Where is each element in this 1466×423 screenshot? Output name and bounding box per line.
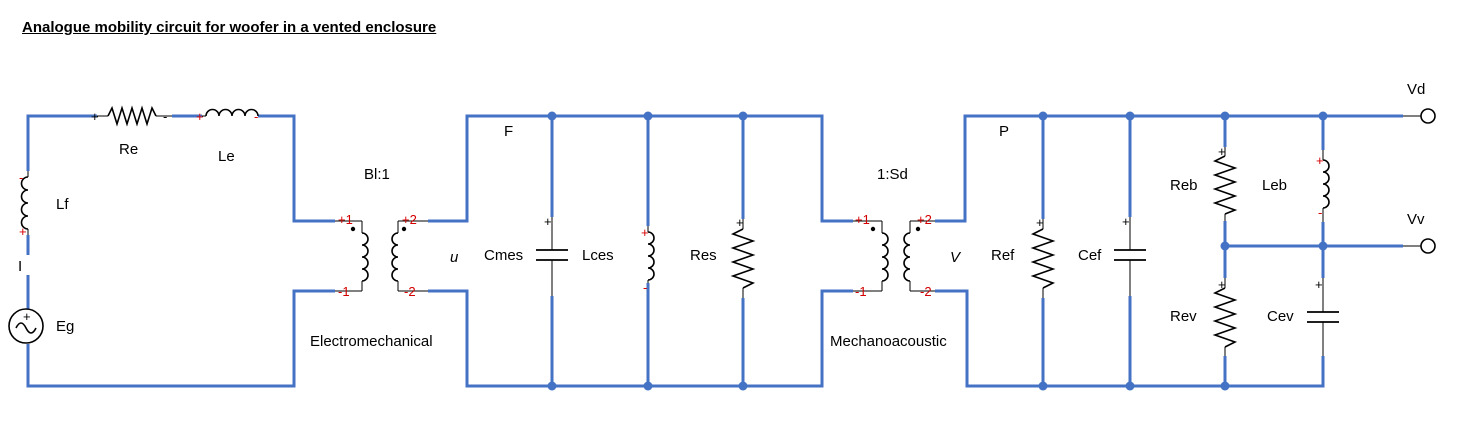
reb-plus-terminal: + [1218, 144, 1226, 159]
cmes-label: Cmes [484, 247, 523, 264]
vd-label: Vd [1407, 81, 1425, 98]
output-vv: Vv [1403, 211, 1436, 254]
eg-label: Eg [56, 318, 74, 335]
vv-label: Vv [1407, 211, 1425, 228]
output-vd: Vd [1403, 81, 1436, 124]
eg-plus-terminal: + [23, 309, 31, 324]
t2-minus2-terminal: -2 [920, 284, 932, 299]
rev-label: Rev [1170, 308, 1197, 325]
ref-label: Ref [991, 247, 1015, 264]
resistor-reb: + Reb [1170, 144, 1238, 221]
transformer-electromechanical: +1 -1 +2 -2 Bl:1 Electromechanical [310, 166, 433, 350]
force-label: F [504, 123, 513, 140]
velocity-label: u [450, 249, 459, 266]
electrical-loop-wires [26, 114, 335, 388]
rev-plus-terminal: + [1218, 277, 1226, 292]
pressure-label: P [999, 123, 1009, 140]
resistor-re: + - Re [91, 105, 172, 158]
ref-plus-terminal: + [1036, 215, 1044, 230]
leb-minus-terminal: - [1318, 205, 1322, 220]
t2-minus1-terminal: -1 [855, 284, 867, 299]
t2-plus2-terminal: +2 [917, 212, 932, 227]
lces-label: Lces [582, 247, 614, 264]
t1-plus1-terminal: +1 [338, 212, 353, 227]
re-plus-terminal: + [91, 109, 99, 124]
inductor-lf: - + Lf [19, 170, 69, 239]
bl-ratio-label: Bl:1 [364, 166, 390, 183]
resistor-res: + Res [690, 215, 756, 298]
capacitor-cmes: + Cmes [484, 214, 568, 296]
lf-minus-terminal: - [19, 170, 23, 185]
transformer-mechanoacoustic: +1 -1 +2 -2 1:Sd Mechanoacoustic [830, 166, 947, 350]
t1-plus2-terminal: +2 [402, 212, 417, 227]
lces-plus-terminal: + [641, 225, 649, 240]
le-label: Le [218, 148, 235, 165]
inductor-le: + - Le [196, 108, 259, 165]
current-label: I [18, 258, 22, 275]
acoustic-section-wires [935, 111, 1403, 391]
leb-plus-terminal: + [1316, 153, 1324, 168]
t2-plus1-terminal: +1 [855, 212, 870, 227]
lf-plus-terminal: + [19, 224, 27, 239]
cef-plus-terminal: + [1122, 214, 1130, 229]
inductor-lces: + - Lces [582, 225, 655, 295]
cev-plus-terminal: + [1315, 277, 1323, 292]
le-plus-terminal: + [196, 109, 204, 124]
mechanical-section-wires [428, 111, 853, 391]
t1-minus1-terminal: -1 [338, 284, 350, 299]
lf-label: Lf [56, 196, 69, 213]
re-label: Re [119, 141, 138, 158]
sd-ratio-label: 1:Sd [877, 166, 908, 183]
capacitor-cef: + Cef [1078, 214, 1146, 296]
capacitor-cev: + Cev [1267, 277, 1339, 356]
re-minus-terminal: - [163, 109, 167, 124]
res-label: Res [690, 247, 717, 264]
cmes-plus-terminal: + [544, 214, 552, 229]
reb-label: Reb [1170, 177, 1198, 194]
resistor-ref: + Ref [991, 215, 1056, 298]
volume-velocity-label: V [950, 249, 962, 266]
voltage-source-eg: + Eg [8, 308, 74, 344]
electromechanical-label: Electromechanical [310, 333, 433, 350]
lces-minus-terminal: - [643, 280, 647, 295]
le-minus-terminal: - [254, 109, 258, 124]
res-plus-terminal: + [736, 215, 744, 230]
diagram-title: Analogue mobility circuit for woofer in … [22, 19, 437, 36]
t1-minus2-terminal: -2 [404, 284, 416, 299]
inductor-leb: + - Leb [1262, 150, 1330, 222]
cev-label: Cev [1267, 308, 1294, 325]
leb-label: Leb [1262, 177, 1287, 194]
cef-label: Cef [1078, 247, 1102, 264]
resistor-rev: + Rev [1170, 277, 1238, 356]
mechanoacoustic-label: Mechanoacoustic [830, 333, 947, 350]
